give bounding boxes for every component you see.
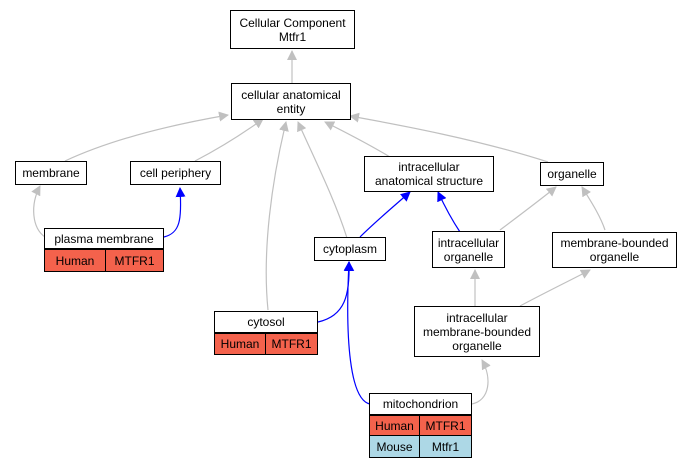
node-label: cellular anatomical entity (241, 87, 341, 116)
species-label: Human (220, 337, 260, 351)
node-label: intracellular organelle (437, 235, 500, 264)
species-label: Human (375, 418, 414, 433)
node-label: cytoplasm (322, 242, 378, 256)
edge-intmb-mborg (519, 269, 591, 307)
annotation-gene: MTFR1 (265, 333, 318, 355)
edge-cytosol-cytoplasm (317, 261, 355, 323)
node-cytoplasm[interactable]: cytoplasm (314, 237, 386, 261)
node-label: cell periphery (139, 166, 212, 180)
gene-label: Mtfr1 (431, 439, 460, 454)
edge-mborg-organelle (581, 186, 606, 231)
node-intracellular-anatomical-structure[interactable]: intracellular anatomical structure (364, 156, 494, 192)
gene-label: MTFR1 (114, 253, 155, 268)
annotation-species-human: Human (44, 249, 106, 272)
edge-organelle-entity (349, 112, 549, 163)
edge-cytoplasm-intrastruct (359, 191, 411, 238)
node-cellular-component-root[interactable]: Cellular Component Mtfr1 (230, 10, 355, 49)
edge-plasma-membrane (31, 185, 46, 238)
species-label: Mouse (376, 439, 413, 454)
edge-introrg-intrastruct (437, 191, 461, 233)
node-intracellular-membrane-bounded-organelle[interactable]: intracellular membrane-bounded organelle (414, 306, 540, 357)
node-label: membrane (22, 166, 80, 180)
node-label: cytosol (247, 315, 285, 329)
node-label: intracellular anatomical structure (374, 160, 484, 188)
node-membrane-bounded-organelle[interactable]: membrane-bounded organelle (552, 232, 677, 268)
node-label: plasma membrane (54, 231, 154, 246)
node-cytosol[interactable]: cytosol (214, 311, 318, 333)
edge-mito-cytoplasm (343, 261, 371, 405)
node-intracellular-organelle[interactable]: intracellular organelle (432, 231, 505, 268)
annotation-gene: Mtfr1 (419, 435, 472, 458)
node-plasma-membrane[interactable]: plasma membrane (44, 228, 164, 249)
annotation-gene: MTFR1 (419, 415, 472, 436)
node-organelle[interactable]: organelle (540, 162, 604, 186)
annotation-species-human: Human (214, 333, 266, 355)
node-label: organelle (547, 167, 597, 181)
species-label: Human (55, 253, 95, 268)
annotation-species-mouse: Mouse (369, 435, 420, 458)
gene-label: MTFR1 (271, 337, 312, 351)
annotation-species-human: Human (369, 415, 420, 436)
edge-cytosol-entity (265, 121, 289, 311)
node-label: Cellular Component Mtfr1 (239, 15, 346, 44)
node-label: mitochondrion (382, 397, 459, 411)
node-cellular-anatomical-entity[interactable]: cellular anatomical entity (231, 83, 351, 120)
node-mitochondrion[interactable]: mitochondrion (369, 393, 472, 415)
edge-cytoplasm-entity (297, 121, 348, 239)
node-label: intracellular membrane-bounded organelle (422, 310, 532, 353)
edge-plasma-periphery (163, 187, 186, 238)
node-label: membrane-bounded organelle (560, 236, 669, 264)
gene-label: MTFR1 (425, 418, 466, 433)
annotation-gene: MTFR1 (105, 249, 164, 272)
edge-intrastruct-entity (324, 121, 391, 158)
node-membrane[interactable]: membrane (15, 161, 87, 185)
edge-introrg-organelle (499, 186, 557, 231)
node-cell-periphery[interactable]: cell periphery (130, 161, 221, 185)
edge-periphery-entity (194, 118, 264, 162)
edge-mito-intmb (471, 359, 491, 405)
edge-membrane-entity (64, 111, 229, 162)
